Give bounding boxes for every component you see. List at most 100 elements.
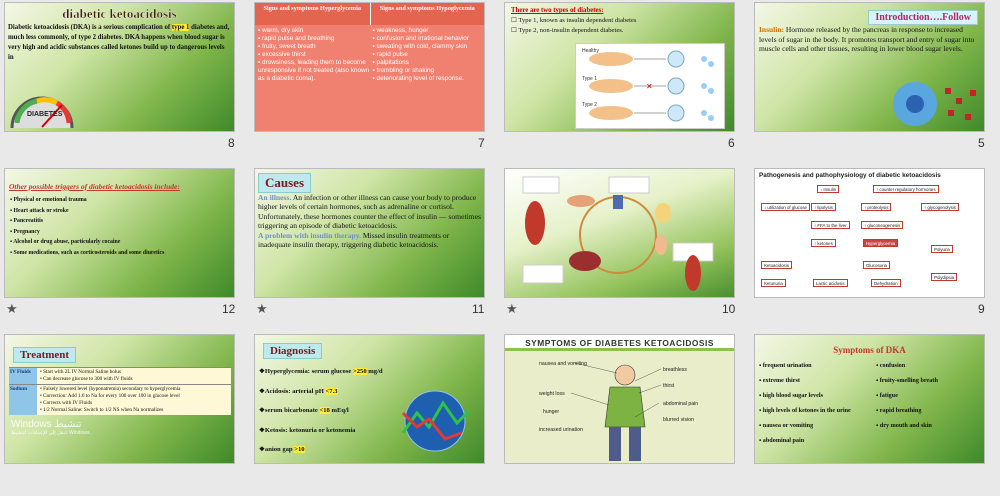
flowchart-box: ↑ proteolysis (861, 203, 892, 211)
slide-8[interactable]: diabetic ketoacidosis Diabetic ketoacido… (4, 2, 235, 132)
diagnosis-criterion: ❖anion gap >10 (259, 440, 399, 460)
star-icon: ★ (506, 302, 518, 317)
slide-3[interactable]: Diagnosis ❖Hyperglycemia: serum glucose … (254, 334, 485, 464)
diabetes-type-item: ☐ Type 2, non-insulin dependent diabetes… (511, 27, 624, 34)
slide-thumb-8[interactable]: diabetic ketoacidosis Diabetic ketoacido… (0, 0, 250, 164)
slide-thumb-7[interactable]: Signs and symptoms Hyperglycemia Signs a… (250, 0, 500, 164)
list-item: drowsiness, leading them to become unres… (258, 59, 370, 83)
slide-thumb-11[interactable]: Causes An illness. An infection or other… (250, 166, 500, 330)
diabetes-type-item: ☐ Type 1, known as insulin dependent dia… (511, 17, 637, 24)
label-urination: increased urination (539, 427, 583, 433)
list-item: fruity, sweet breath (258, 43, 370, 51)
flowchart-box: ↑ glycogenolysis (921, 203, 959, 211)
slide-number-10: 10 (722, 302, 736, 316)
slide-thumb-9[interactable]: Pathogenesis and pathophysiology of diab… (750, 166, 1000, 330)
diagnosis-criterion: ❖Acidosis: arterial pH <7.3 (259, 382, 399, 402)
slide-8-body: Diabetic ketoacidosis (DKA) is a serious… (8, 24, 172, 31)
label-type2: Type 2 (582, 102, 597, 108)
list-item: rapid breathing (876, 403, 984, 418)
cell-illustration (890, 78, 982, 130)
slide-thumb-2[interactable]: SYMPTOMS OF DIABETES KETOACIDOSIS nausea… (500, 332, 750, 496)
slide-9[interactable]: Pathogenesis and pathophysiology of diab… (754, 168, 985, 298)
gauge-image: DIABETES (7, 83, 77, 131)
list-item: rapid pulse and breathing (258, 35, 370, 43)
slide-thumb-5[interactable]: Introduction….Follow Insulin: Hormone re… (750, 0, 1000, 164)
slide-2[interactable]: SYMPTOMS OF DIABETES KETOACIDOSIS nausea… (504, 334, 735, 464)
list-item: high levels of ketones in the urine (759, 403, 876, 418)
slide-thumb-10[interactable]: ★ 10 (500, 166, 750, 330)
label-abdominal: abdominal pain (663, 401, 698, 407)
slide-number-7: 7 (478, 136, 485, 150)
flowchart-box: ↑ gluconeogenesis (861, 221, 904, 229)
flowchart-box: ↓ Insulin (817, 185, 840, 193)
slide-thumb-3[interactable]: Diagnosis ❖Hyperglycemia: serum glucose … (250, 332, 500, 496)
flowchart-box: Polyuria (931, 245, 953, 253)
list-item: confusion (876, 358, 984, 373)
list-item: Physical or emotional trauma (10, 195, 234, 206)
slide-sorter-grid: diabetic ketoacidosis Diabetic ketoacido… (0, 0, 1000, 463)
slide-8-title: diabetic ketoacidosis (62, 6, 177, 21)
criterion-text: ❖Acidosis: arterial pH (259, 387, 326, 395)
flowchart-box: Hyperglycemia (863, 239, 899, 247)
criterion-unit: mEq/l (329, 407, 349, 414)
diabetes-types-list: ☐ Type 1, known as insulin dependent dia… (511, 16, 734, 36)
diagnosis-criterion: ❖Hyperglycemia: serum glucose >250 mg/d (259, 362, 399, 382)
list-item: Pregnancy (10, 227, 234, 238)
list-item: fatigue (876, 388, 984, 403)
slide-number-12: 12 (222, 302, 236, 316)
table-cell-line: • Can decrease glucose to 300 with IV fl… (40, 376, 133, 382)
criterion-unit: mg/d (366, 368, 383, 375)
flowchart-box: Ketonuria (761, 279, 786, 287)
cause-insulin-body: Missed insulin treatments or inadequate … (258, 230, 450, 250)
treatment-table: IV Fluids• Start with 2L IV Normal Salin… (9, 367, 231, 415)
flowchart-box: ↓ utilization of glucose (761, 203, 810, 211)
slide-number-9: 9 (978, 302, 985, 316)
slide-thumb-4[interactable]: Treatment IV Fluids• Start with 2L IV No… (0, 332, 250, 496)
slide-1[interactable]: Symptoms of DKA frequent urinationextrem… (754, 334, 985, 464)
slide-6[interactable]: There are two types of diabetes: ☐ Type … (504, 2, 735, 132)
list-item: extreme thirst (759, 373, 876, 388)
slide-thumb-12[interactable]: Other possible triggers of diabetic keto… (0, 166, 250, 330)
criterion-text: ❖serum bicarbonate (259, 407, 320, 414)
slide-5-title: Introduction….Follow (868, 10, 978, 25)
slide-7[interactable]: Signs and symptoms Hyperglycemia Signs a… (254, 2, 485, 132)
slide-thumb-6[interactable]: There are two types of diabetes: ☐ Type … (500, 0, 750, 164)
slide-5[interactable]: Introduction….Follow Insulin: Hormone re… (754, 2, 985, 132)
slide-12[interactable]: Other possible triggers of diabetic keto… (4, 168, 235, 298)
table-cell-line: • 1/2 Normal Saline: Switch to 1/2 NS wh… (40, 407, 164, 413)
hypo-list: weakness, hungerconfusion and irrational… (370, 27, 482, 83)
criterion-value: >10 (294, 446, 305, 453)
criterion-value: <7.3 (325, 387, 338, 395)
label-thirst: thirst (663, 383, 675, 389)
flowchart-box: Polydipsia (931, 273, 958, 281)
hyper-list: warm, dry skinrapid pulse and breathingf… (258, 27, 370, 83)
criterion-text: ❖anion gap (259, 446, 295, 453)
list-item: warm, dry skin (258, 27, 370, 35)
slide-8-body2: diabetes and, much less commonly, of typ… (8, 24, 230, 61)
hyper-header: Signs and symptoms Hyperglycemia (263, 5, 361, 12)
flowchart-box: ↑ lipolysis (811, 203, 836, 211)
flowchart-box: Glucosuria (863, 261, 890, 269)
label-nausea: nausea and vomiting (539, 361, 587, 367)
slide-11[interactable]: Causes An illness. An infection or other… (254, 168, 485, 298)
label-weight-loss: weight loss (539, 391, 565, 397)
list-item: frequent urination (759, 358, 876, 373)
slide-9-title: Pathogenesis and pathophysiology of diab… (759, 172, 941, 179)
label-breathless: breathless (663, 367, 687, 373)
slide-12-title: Other possible triggers of diabetic keto… (9, 182, 180, 191)
slide-number-8: 8 (228, 136, 235, 150)
slide-10[interactable] (504, 168, 735, 298)
label-healthy: Healthy (582, 48, 599, 54)
criterion-value: >250 (353, 368, 367, 375)
label-hunger: hunger (543, 409, 559, 415)
symptoms-illustration: nausea and vomiting breathless thirst we… (535, 357, 715, 463)
table-cell-line: • Start with 2L IV Normal Saline bolus (40, 369, 121, 375)
slide-3-title: Diagnosis (263, 343, 323, 359)
criterion-text: ❖Hyperglycemia: serum glucose (259, 368, 353, 375)
list-item: trembling or shaking (373, 67, 482, 75)
insulin-lead: Insulin: (759, 25, 785, 34)
list-item: palpitations (373, 59, 482, 67)
slide-4[interactable]: Treatment IV Fluids• Start with 2L IV No… (4, 334, 235, 464)
slide-thumb-1[interactable]: Symptoms of DKA frequent urinationextrem… (750, 332, 1000, 496)
list-item: fruity-smelling breath (876, 373, 984, 388)
